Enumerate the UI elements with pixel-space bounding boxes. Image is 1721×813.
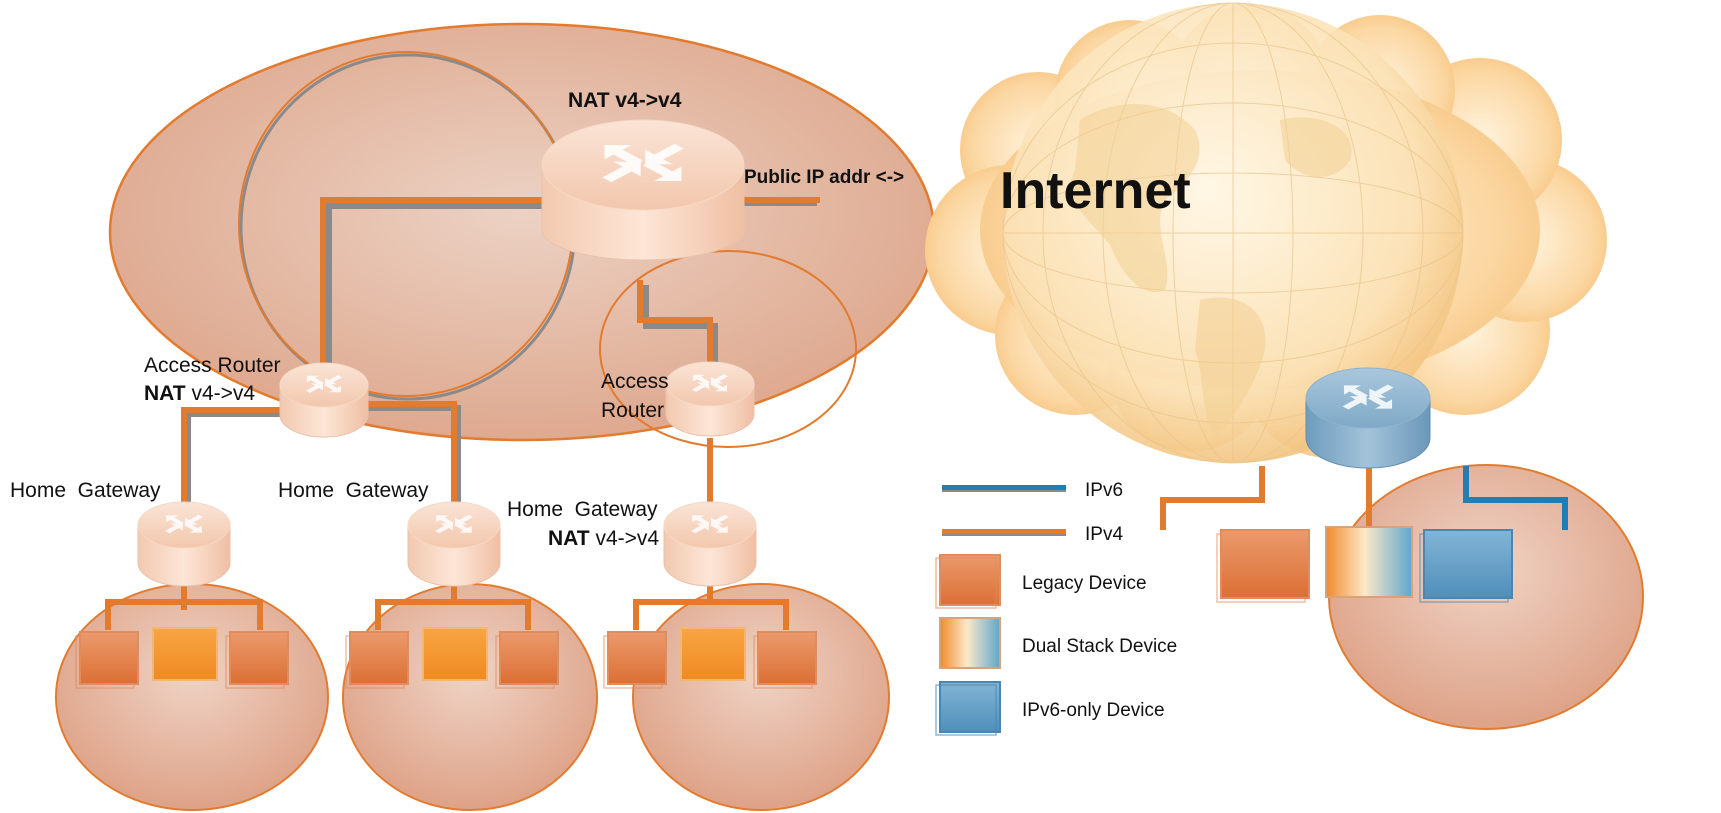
home-gateway-3-label: Home Gateway <box>507 498 658 521</box>
home-network-3 <box>632 583 890 811</box>
dual-stack-device <box>1325 526 1413 598</box>
nat-word: NAT <box>144 382 186 405</box>
nat-suffix: v4->v4 <box>186 382 256 405</box>
ipv6-only-device <box>1419 529 1513 603</box>
home-network-1 <box>55 583 329 811</box>
router-icon <box>165 514 203 534</box>
legacy-device <box>603 631 667 689</box>
home-gateway-3-nat: NAT v4->v4 <box>548 527 659 550</box>
router-icon <box>691 374 729 392</box>
legacy-device <box>225 631 289 689</box>
globe-icon <box>1002 2 1464 464</box>
router-icon <box>435 514 473 534</box>
router-icon <box>602 143 684 183</box>
core-nat-router <box>541 119 745 261</box>
devices <box>75 526 1513 689</box>
home-gateway-1 <box>137 501 231 587</box>
ipv6-router <box>1305 367 1431 469</box>
legend: IPv6 IPv4 Legacy Device Dual Stack Devic… <box>935 480 1177 736</box>
home-gateway-3 <box>663 501 757 587</box>
legacy-device <box>753 631 817 689</box>
home-gateway-2-label: Home Gateway <box>278 479 429 502</box>
internet-label: Internet <box>1000 162 1191 220</box>
access-router-right-label-1: Access <box>601 370 669 393</box>
dual-stack-device <box>680 627 746 681</box>
legacy-device <box>495 631 559 689</box>
legend-legacy-device <box>935 554 1001 609</box>
public-ip-label: Public IP addr <-> <box>744 167 904 188</box>
legend-ipv6-only-device <box>935 681 1001 736</box>
access-router-left-label: Access Router <box>144 354 281 377</box>
legacy-device <box>75 631 139 689</box>
legend-legacy-label: Legacy Device <box>1022 573 1147 594</box>
access-router-left <box>279 362 369 438</box>
nat-core-label: NAT v4->v4 <box>568 89 682 112</box>
small-routers <box>137 361 1431 587</box>
legacy-device <box>1216 529 1310 603</box>
legacy-device <box>345 631 409 689</box>
legend-ipv6-label: IPv6 <box>1085 480 1123 501</box>
ipv4-links <box>105 197 1372 630</box>
router-icon <box>305 375 343 393</box>
legend-ipv6-only-label: IPv6-only Device <box>1022 700 1165 721</box>
access-router-right <box>665 361 755 437</box>
legend-dual-stack-device <box>939 617 1001 669</box>
router-icon <box>691 514 729 534</box>
dual-stack-device <box>422 627 488 681</box>
access-router-left-nat: NAT v4->v4 <box>144 382 255 405</box>
legend-ipv4-label: IPv4 <box>1085 524 1123 545</box>
dual-stack-device <box>152 627 218 681</box>
ipv6-links <box>1463 466 1568 530</box>
nat-word: NAT <box>548 527 590 550</box>
legend-dual-stack-label: Dual Stack Device <box>1022 636 1177 657</box>
home-gateway-2 <box>407 501 501 587</box>
nat-suffix: v4->v4 <box>590 527 660 550</box>
home-network-2 <box>342 583 598 811</box>
router-icon <box>1342 384 1394 410</box>
home-gateway-1-label: Home Gateway <box>10 479 161 502</box>
access-router-right-label-2: Router <box>601 399 664 422</box>
